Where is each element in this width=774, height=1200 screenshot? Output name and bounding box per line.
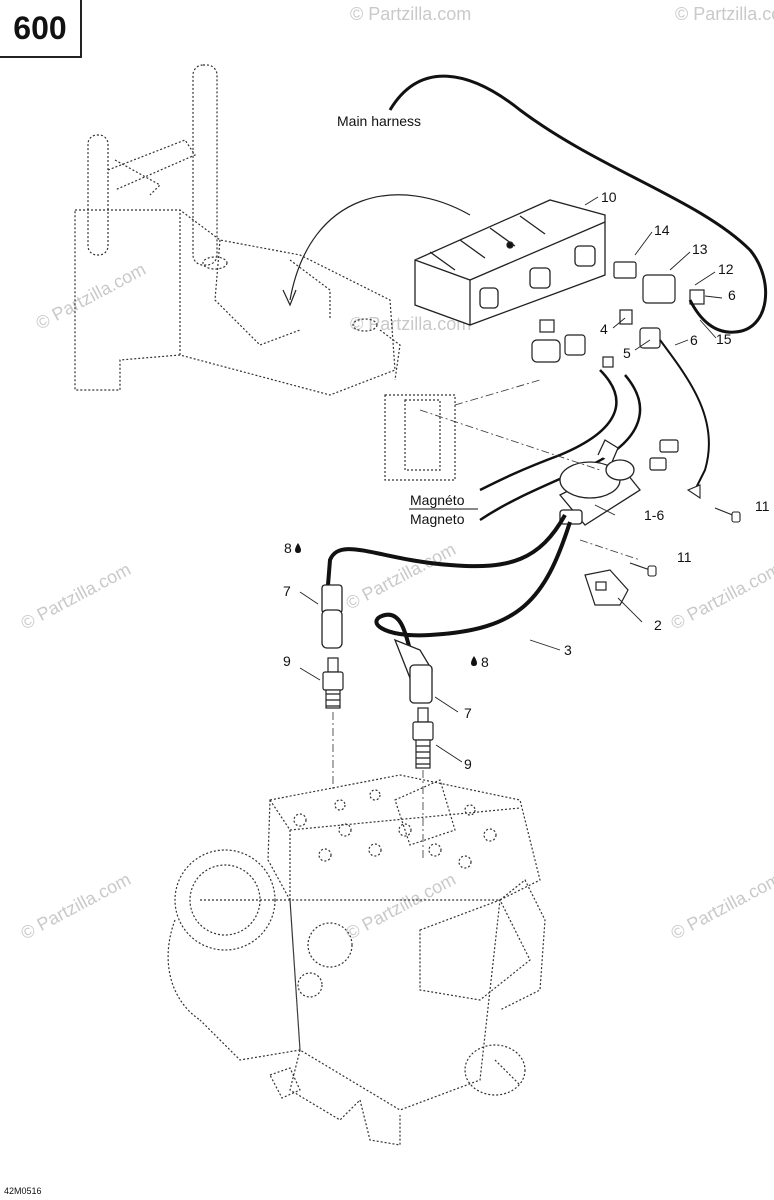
callout-6b: 6 xyxy=(690,332,698,348)
watermark-text: © Partzilla.com xyxy=(32,259,148,334)
callout-9a: 9 xyxy=(283,653,291,669)
watermark-text: © Partzilla.com xyxy=(350,314,471,334)
engine-block xyxy=(167,774,546,1146)
frame-bracket-structure xyxy=(74,64,456,481)
callout-2: 2 xyxy=(654,617,662,633)
callout-7b: 7 xyxy=(464,705,472,721)
ht-lead-2 xyxy=(374,521,572,651)
watermark-text: © Partzilla.com xyxy=(350,4,471,24)
callout-6a: 6 xyxy=(728,287,736,303)
watermark-text: © Partzilla.com xyxy=(17,869,133,944)
callout-12: 12 xyxy=(718,261,734,277)
callout-4: 4 xyxy=(600,321,608,337)
ignition-coil xyxy=(558,439,641,526)
callout-11b: 11 xyxy=(677,549,692,565)
coil-bracket xyxy=(584,569,629,606)
figure-code: 42M0516 xyxy=(4,1186,42,1196)
callout-15: 15 xyxy=(716,331,732,347)
callout-main-harness: Main harness xyxy=(337,113,421,129)
spark-plugs xyxy=(322,657,434,769)
callout-labels: Main harness Magnéto Magneto 10 14 13 12… xyxy=(283,113,770,772)
cdi-module xyxy=(414,199,606,326)
watermark-text: © Partzilla.com xyxy=(675,4,774,24)
alignment-lines xyxy=(332,379,641,860)
watermark-text: © Partzilla.com xyxy=(342,869,458,944)
spark-plug-caps xyxy=(321,584,433,704)
callout-3: 3 xyxy=(564,642,572,658)
callout-1-6: 1-6 xyxy=(644,507,664,523)
callout-7a: 7 xyxy=(283,583,291,599)
callout-8a: 8 xyxy=(284,540,292,556)
callout-9b: 9 xyxy=(464,756,472,772)
watermark-text: © Partzilla.com xyxy=(667,869,774,944)
watermark-text: © Partzilla.com xyxy=(667,559,774,634)
ht-lead-1 xyxy=(326,514,567,586)
magneto-wire-1 xyxy=(479,369,618,492)
assembly-arrow xyxy=(289,194,471,301)
callout-14: 14 xyxy=(654,222,670,238)
oil-drop-icon xyxy=(295,543,301,553)
callout-magneto-fr: Magnéto xyxy=(410,492,465,508)
callout-8b: 8 xyxy=(481,654,489,670)
screws xyxy=(629,484,741,577)
leader-lines xyxy=(299,196,723,763)
callout-5: 5 xyxy=(623,345,631,361)
watermark-text: © Partzilla.com xyxy=(17,559,133,634)
main-harness-cable xyxy=(388,74,768,334)
connectors xyxy=(531,261,705,471)
callout-10: 10 xyxy=(601,189,617,205)
page-number-badge: 600 xyxy=(0,0,82,58)
callout-magneto-en: Magneto xyxy=(410,511,465,527)
oil-drop-icon xyxy=(471,656,477,666)
callout-13: 13 xyxy=(692,241,708,257)
arrow-head xyxy=(282,289,297,307)
harness-lead xyxy=(659,339,710,491)
callout-11a: 11 xyxy=(755,498,770,514)
